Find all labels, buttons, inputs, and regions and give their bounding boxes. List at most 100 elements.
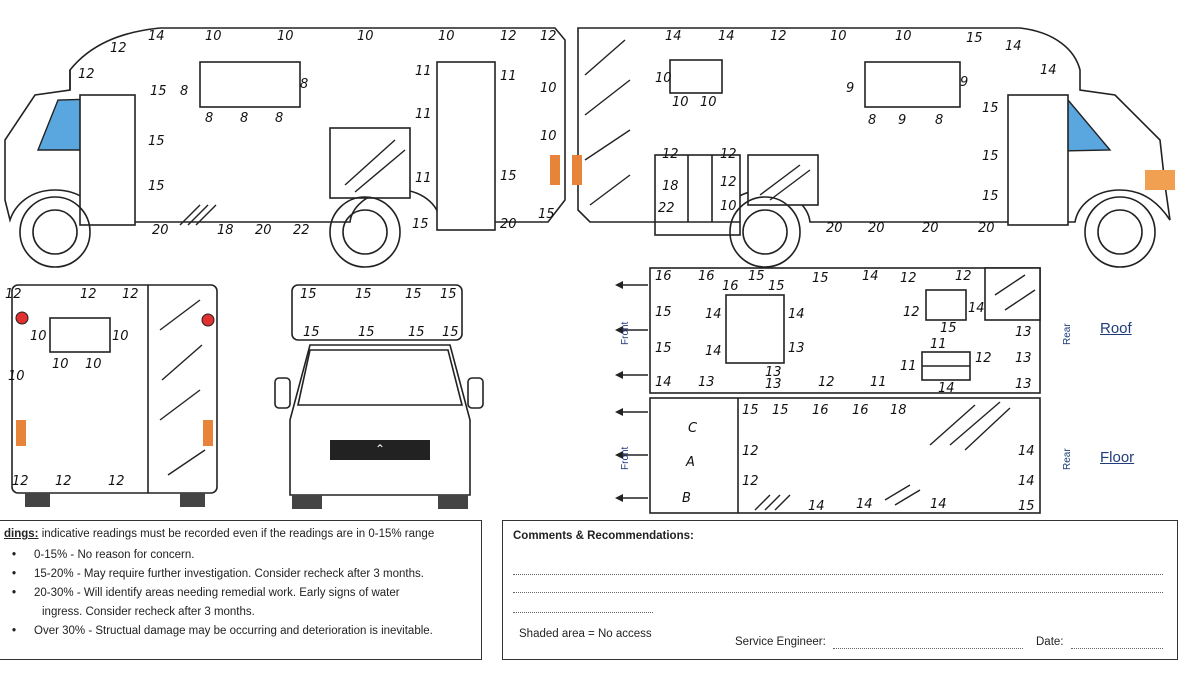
reading: 11 — [930, 337, 947, 352]
reading: 11 — [415, 107, 432, 122]
reading: 15 — [768, 279, 785, 294]
floor-rear-label: Rear — [1062, 448, 1073, 470]
reading: 22 — [658, 201, 675, 216]
cab-letter-b: B — [682, 491, 691, 506]
reading: 22 — [293, 223, 310, 238]
reading: 16 — [852, 403, 869, 418]
right-side-view — [572, 27, 1175, 268]
reading: 11 — [870, 375, 887, 390]
comments-panel: Comments & Recommendations: Shaded area … — [502, 520, 1178, 660]
reading: 20 — [255, 223, 272, 238]
reading: 15 — [355, 287, 372, 302]
reading: 8 — [275, 111, 283, 126]
floor-front-arrows — [615, 408, 648, 502]
legend-heading: dings: indicative readings must be recor… — [4, 525, 481, 544]
reading: 12 — [122, 287, 139, 302]
reading: 12 — [5, 287, 22, 302]
roof-readings: 16 16 16 15 15 15 14 12 12 15 14 14 12 1… — [655, 269, 1032, 396]
reading: 12 — [540, 29, 557, 44]
comment-line[interactable] — [513, 591, 1163, 593]
reading: 12 — [900, 271, 917, 286]
comment-line[interactable] — [513, 611, 653, 613]
comments-title: Comments & Recommendations: — [513, 530, 694, 542]
reading: 11 — [500, 69, 517, 84]
comment-line[interactable] — [513, 573, 1163, 575]
date-label: Date: — [1036, 636, 1064, 648]
reading: 12 — [80, 287, 97, 302]
reading: 12 — [818, 375, 835, 390]
left-side-readings: 12 14 10 10 10 10 12 12 12 15 8 8 8 8 8 … — [78, 29, 557, 238]
reading: 13 — [1015, 325, 1032, 340]
reading: 14 — [1040, 63, 1057, 78]
date-field[interactable] — [1071, 648, 1163, 649]
legend-heading-prefix: dings: — [4, 528, 39, 540]
legend-list: 0-15% - No reason for concern. 15-20% - … — [4, 546, 481, 641]
reading: 14 — [718, 29, 735, 44]
cab-letter-a: A — [685, 455, 695, 470]
reading: 14 — [930, 497, 947, 512]
reading: 15 — [303, 325, 320, 340]
reading: 15 — [772, 403, 789, 418]
reading: 9 — [846, 81, 854, 96]
reading: 13 — [765, 377, 782, 392]
reading: 14 — [968, 301, 985, 316]
left-side-view — [4, 27, 566, 268]
reading: 14 — [808, 499, 825, 514]
reading: 20 — [922, 221, 939, 236]
reading: 15 — [982, 149, 999, 164]
reading: 8 — [205, 111, 213, 126]
reading: 10 — [672, 95, 689, 110]
reading: 16 — [698, 269, 715, 284]
reading: 14 — [705, 344, 722, 359]
legend-item: 20-30% - Will identify areas needing rem… — [12, 584, 481, 603]
reading: 10 — [438, 29, 455, 44]
reading: 8 — [300, 77, 308, 92]
front-readings: 15 15 15 15 15 15 15 15 — [300, 287, 459, 340]
reading: 10 — [357, 29, 374, 44]
service-engineer-field[interactable] — [833, 648, 1023, 649]
reading: 10 — [277, 29, 294, 44]
reading: 15 — [812, 271, 829, 286]
reading: 20 — [826, 221, 843, 236]
reading: 14 — [705, 307, 722, 322]
reading: 12 — [662, 147, 679, 162]
reading: 15 — [405, 287, 422, 302]
roof-front-arrows — [615, 281, 648, 379]
reading: 20 — [978, 221, 995, 236]
reading: 10 — [700, 95, 717, 110]
reading: 14 — [655, 375, 672, 390]
reading: 15 — [150, 84, 167, 99]
reading: 16 — [655, 269, 672, 284]
reading: 12 — [770, 29, 787, 44]
reading: 20 — [500, 217, 517, 232]
reading: 15 — [440, 287, 457, 302]
reading: 10 — [52, 357, 69, 372]
reading: 12 — [742, 474, 759, 489]
reading: 8 — [180, 84, 188, 99]
reading: 12 — [742, 444, 759, 459]
floor-readings: 15 15 16 16 18 12 12 14 14 14 14 14 15 — [742, 403, 1035, 514]
reading: 12 — [975, 351, 992, 366]
reading: 14 — [788, 307, 805, 322]
reading: 15 — [966, 31, 983, 46]
reading: 15 — [1018, 499, 1035, 514]
rear-lamp-left — [550, 155, 560, 185]
reading: 12 — [12, 474, 29, 489]
roof-plan — [615, 267, 1041, 394]
reading: 13 — [1015, 351, 1032, 366]
reading: 8 — [240, 111, 248, 126]
reading: 18 — [662, 179, 679, 194]
reading: 15 — [148, 134, 165, 149]
legend-item: 15-20% - May require further investigati… — [12, 565, 481, 584]
service-engineer-label: Service Engineer: — [735, 636, 826, 648]
reading: 20 — [152, 223, 169, 238]
reading: 15 — [408, 325, 425, 340]
reading: 13 — [788, 341, 805, 356]
reading: 15 — [655, 305, 672, 320]
reading: 14 — [1018, 474, 1035, 489]
reading: 10 — [30, 329, 47, 344]
reading: 16 — [722, 279, 739, 294]
reading: 14 — [1018, 444, 1035, 459]
reading: 15 — [442, 325, 459, 340]
